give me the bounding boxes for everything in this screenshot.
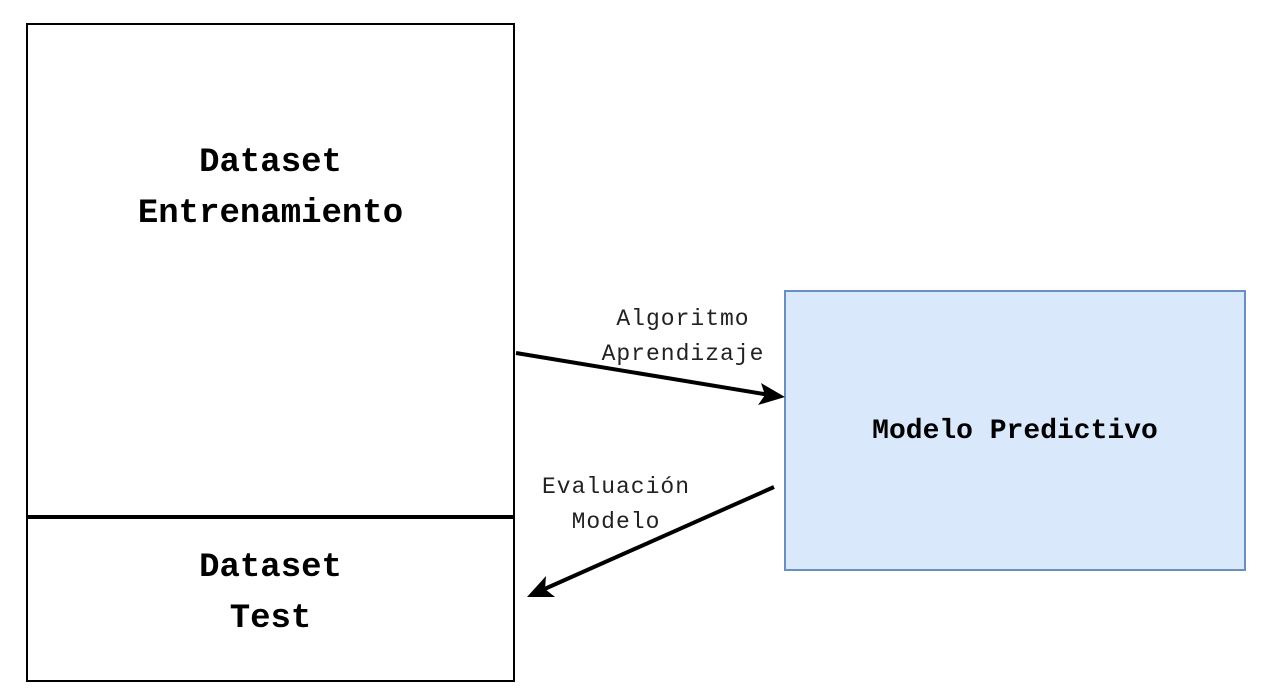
dataset-test-line1: Dataset [199,549,342,587]
edge-eval-line2: Modelo [571,508,661,535]
model-box [784,290,1246,571]
dataset-test-label: Dataset Test [26,543,515,645]
dataset-test-line2: Test [229,600,312,638]
dataset-box [26,23,515,682]
dataset-train-label: Dataset Entrenamiento [26,138,515,240]
edge-eval-label: Evaluación Modelo [500,470,732,539]
arrow-train-head [758,383,785,405]
model-label: Modelo Predictivo [872,416,1158,447]
edge-train-line1: Algoritmo [616,306,750,332]
arrow-train-to-model [515,351,785,405]
train-test-split-line [26,515,515,519]
dataset-train-line2: Entrenamiento [137,195,404,233]
edge-train-label: Algoritmo Aprendizaje [570,302,796,371]
dataset-train-line1: Dataset [199,144,342,182]
arrow-model-to-test [527,485,775,597]
arrow-eval-head [527,576,555,597]
edge-eval-line1: Evaluación [541,474,691,500]
edge-train-line2: Aprendizaje [601,340,765,367]
